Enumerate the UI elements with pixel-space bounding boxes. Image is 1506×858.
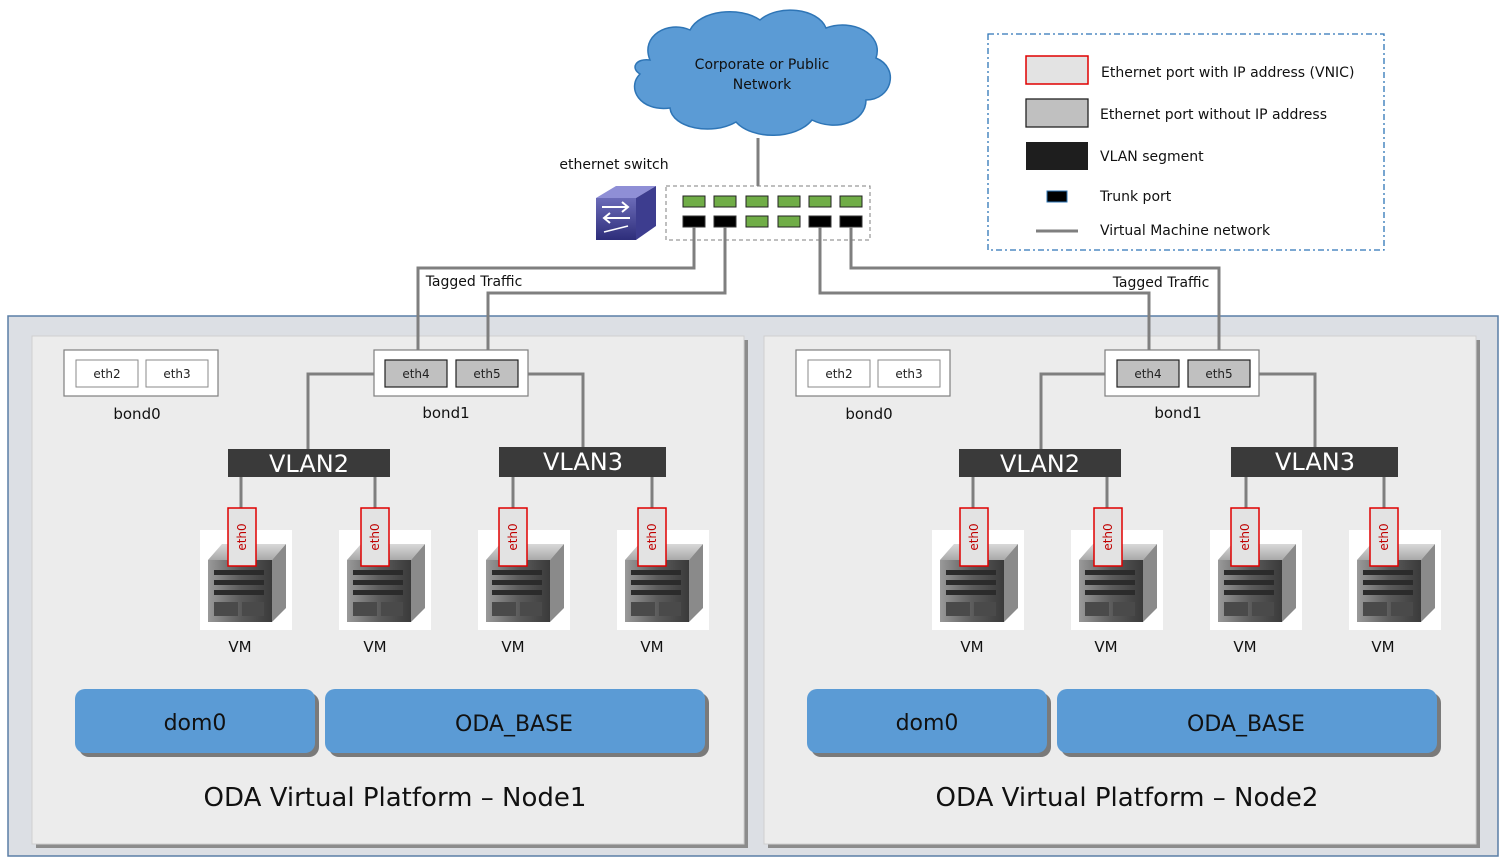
port-eth2	[75, 359, 139, 388]
vlan3-segment	[1231, 447, 1398, 477]
port-label: eth3	[895, 367, 922, 381]
trunk-port	[713, 215, 737, 228]
legend-vlan-segment-icon	[1026, 142, 1088, 170]
vm-label: VM	[960, 638, 983, 656]
trunk-port	[682, 215, 706, 228]
trunk-cables	[416, 227, 1221, 362]
vnic: eth0	[227, 507, 257, 567]
vnic-label: eth0	[1101, 523, 1115, 550]
legend-port-without-ip-icon	[1025, 98, 1089, 128]
vlan-label: VLAN2	[269, 450, 349, 478]
node-title: ODA Virtual Platform – Node1	[204, 783, 587, 813]
legend-port-with-ip-icon	[1025, 55, 1089, 85]
dom0-block	[75, 689, 315, 753]
port-eth5	[1187, 359, 1251, 388]
bond1-label: bond1	[422, 404, 469, 422]
vlan2-segment	[959, 449, 1121, 477]
port-eth4	[1116, 359, 1180, 388]
cloud-label-line1: Corporate or Public	[695, 57, 830, 73]
port-label: eth4	[1134, 367, 1161, 381]
node1: eth2 eth3 bond0 eth4 eth5 bond1 VLAN2 VL…	[63, 349, 709, 813]
vlan-label: VLAN3	[543, 448, 623, 476]
vm-label: VM	[1371, 638, 1394, 656]
vm-label: VM	[228, 638, 251, 656]
vnic: eth0	[1230, 507, 1260, 567]
legend-item-label: Ethernet port with IP address (VNIC)	[1101, 65, 1354, 81]
legend: Ethernet port with IP address (VNIC) Eth…	[987, 33, 1385, 251]
switch-label: ethernet switch	[559, 157, 668, 173]
legend-item-label: VLAN segment	[1100, 149, 1204, 165]
vnic-label: eth0	[645, 523, 659, 550]
legend-item-label: Trunk port	[1099, 189, 1172, 205]
vm-network-lines	[239, 372, 654, 508]
port-label: eth2	[825, 367, 852, 381]
vnic: eth0	[959, 507, 989, 567]
oda-base-block	[1057, 689, 1437, 753]
vlan2-segment	[228, 449, 390, 477]
vnic-label: eth0	[1238, 523, 1252, 550]
port-label: eth2	[93, 367, 120, 381]
port-eth4	[384, 359, 448, 388]
oda-base-block	[325, 689, 705, 753]
ethernet-switch: ethernet switch	[559, 157, 871, 241]
switch-ports-bottom	[682, 215, 863, 228]
node-title: ODA Virtual Platform – Node2	[936, 783, 1319, 813]
trunk-port	[808, 215, 832, 228]
vm-label: VM	[640, 638, 663, 656]
vnic: eth0	[1093, 507, 1123, 567]
bond0-label: bond0	[845, 405, 892, 423]
bond1-label: bond1	[1154, 404, 1201, 422]
vlan-label: VLAN3	[1275, 448, 1355, 476]
dom0-block	[807, 689, 1047, 753]
tagged-traffic-label-right: Tagged Traffic	[1112, 275, 1210, 291]
vlan-label: VLAN2	[1000, 450, 1080, 478]
port-label: eth5	[1205, 367, 1232, 381]
vnic: eth0	[498, 507, 528, 567]
vm-label: VM	[1094, 638, 1117, 656]
node2: eth2 eth3 bond0 eth4 eth5 bond1 VLAN2 VL…	[795, 349, 1441, 813]
vnic: eth0	[637, 507, 667, 567]
vm-label: VM	[501, 638, 524, 656]
port-label: eth5	[473, 367, 500, 381]
domain-label: dom0	[164, 711, 227, 736]
cloud-label-line2: Network	[733, 77, 792, 93]
vnic-label: eth0	[235, 523, 249, 550]
port-eth5	[455, 359, 519, 388]
bond0-label: bond0	[113, 405, 160, 423]
domain-label: ODA_BASE	[455, 712, 573, 737]
port-eth3	[877, 359, 941, 388]
switch-icon	[596, 186, 656, 240]
port-eth3	[145, 359, 209, 388]
vnic-label: eth0	[1377, 523, 1391, 550]
vm-label: VM	[1233, 638, 1256, 656]
vnic-label: eth0	[967, 523, 981, 550]
vnic-label: eth0	[506, 523, 520, 550]
vm-label: VM	[363, 638, 386, 656]
port-label: eth4	[402, 367, 429, 381]
legend-trunk-port-icon	[1046, 190, 1068, 203]
vlan3-segment	[499, 447, 666, 477]
vnic-label: eth0	[368, 523, 382, 550]
network-cloud: Corporate or Public Network	[633, 9, 892, 136]
vnic: eth0	[1369, 507, 1399, 567]
port-eth2	[807, 359, 871, 388]
switch-port-panel	[665, 185, 871, 241]
legend-item-label: Virtual Machine network	[1100, 223, 1271, 239]
vm-network-lines	[971, 372, 1386, 508]
vnic: eth0	[360, 507, 390, 567]
trunk-port	[839, 215, 863, 228]
domain-label: dom0	[896, 711, 959, 736]
port-label: eth3	[163, 367, 190, 381]
switch-ports-top	[682, 195, 863, 208]
legend-item-label: Ethernet port without IP address	[1100, 107, 1327, 123]
tagged-traffic-label-left: Tagged Traffic	[425, 274, 523, 290]
domain-label: ODA_BASE	[1187, 712, 1305, 737]
